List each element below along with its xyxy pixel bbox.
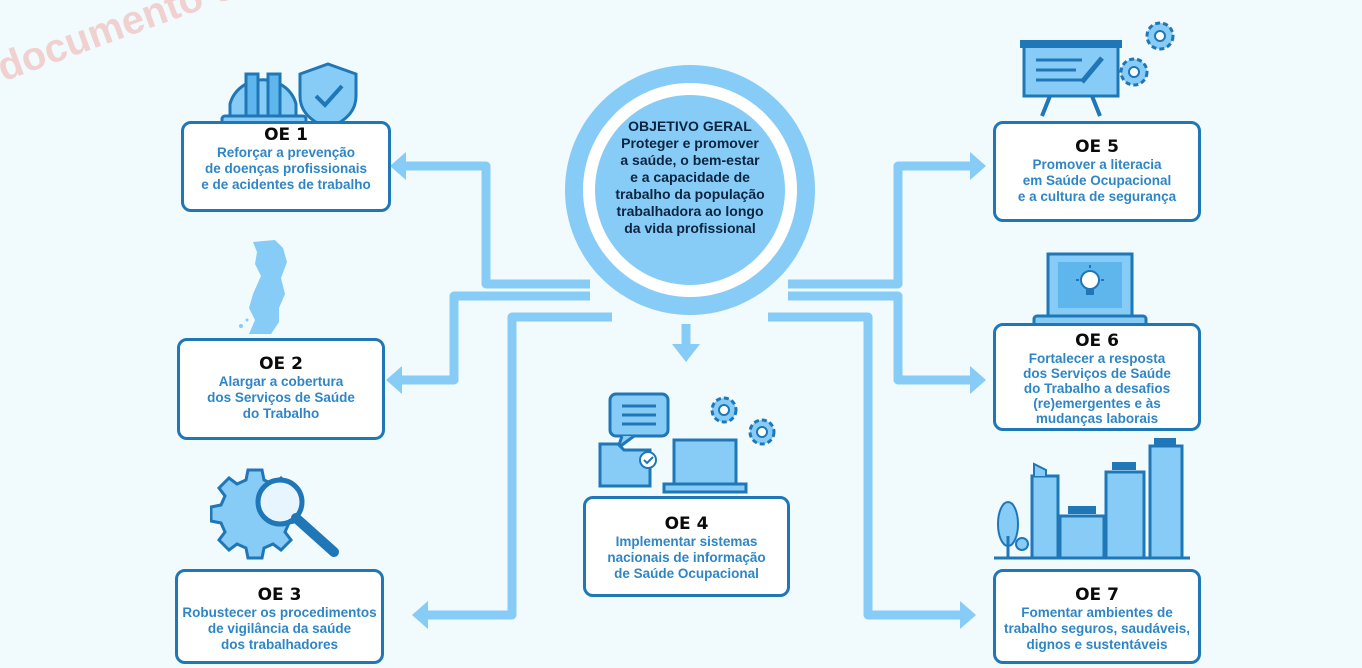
objective-oe2-text: Alargar a cobertura dos Serviços de Saúd… [207, 374, 355, 421]
laptop-folder-chat-icon [598, 392, 776, 494]
objective-oe6-code: OE 6 [1075, 331, 1119, 351]
objective-oe2-code: OE 2 [259, 354, 303, 374]
objective-oe7-text: Fomentar ambientes de trabalho seguros, … [1003, 605, 1191, 652]
arrowhead-oe1 [390, 152, 406, 180]
center-inner-disc [595, 95, 785, 285]
connector-oe2 [398, 291, 590, 385]
objective-oe1-box: OE 1 Reforçar a prevenção de doenças pro… [181, 121, 391, 212]
presentation-board-icon [1020, 21, 1175, 117]
connector-oe5 [788, 161, 972, 289]
arrowhead-oe2 [386, 366, 402, 394]
connector-oe7 [768, 312, 962, 620]
objective-oe7-box: OE 7 Fomentar ambientes de trabalho segu… [993, 569, 1201, 664]
objective-oe6-box: OE 6 Fortalecer a resposta dos Serviços … [993, 323, 1201, 431]
connector-oe1 [402, 161, 590, 289]
objective-oe5-text: Promover a literacia em Saúde Ocupaciona… [1017, 157, 1177, 204]
objective-oe4-code: OE 4 [664, 514, 709, 534]
arrowhead-oe7 [960, 601, 976, 629]
arrowhead-oe3 [412, 601, 428, 629]
city-buildings-icon [994, 438, 1190, 560]
objective-oe5-box: OE 5 Promover a literacia em Saúde Ocupa… [993, 121, 1201, 222]
objective-oe4-text: Implementar sistemas nacionais de inform… [607, 534, 766, 581]
objective-oe3-box: OE 3 Robustecer os procedimentos de vigi… [175, 569, 384, 664]
objective-oe6-text: Fortalecer a resposta dos Serviços de Sa… [1023, 351, 1171, 426]
objective-oe2-box: OE 2 Alargar a cobertura dos Serviços de… [177, 338, 385, 440]
gear-magnifier-icon [210, 468, 339, 560]
connector-oe3 [424, 312, 612, 620]
arrowhead-oe4 [672, 344, 700, 362]
general-objective: OBJETIVO GERAL Proteger e promover a saú… [602, 118, 778, 237]
arrowhead-oe5 [970, 152, 986, 180]
helmet-shield-icon [220, 62, 358, 130]
objective-oe1-code: OE 1 [264, 125, 308, 145]
laptop-lightbulb-icon [1032, 252, 1148, 328]
objective-oe7-code: OE 7 [1075, 585, 1119, 605]
portugal-map-icon [239, 240, 287, 334]
objective-oe3-text: Robustecer os procedimentos de vigilânci… [182, 605, 377, 652]
arrowhead-oe6 [970, 366, 986, 394]
objective-oe3-code: OE 3 [257, 585, 302, 605]
objective-oe4-box: OE 4 Implementar sistemas nacionais de i… [583, 496, 790, 597]
general-objective-text: Proteger e promover a saúde, o bem-estar… [615, 135, 765, 236]
objective-oe1-text: Reforçar a prevenção de doenças profissi… [201, 145, 371, 192]
connector-oe6 [788, 291, 972, 385]
general-objective-title: OBJETIVO GERAL [628, 118, 752, 134]
objective-oe5-code: OE 5 [1075, 137, 1119, 157]
